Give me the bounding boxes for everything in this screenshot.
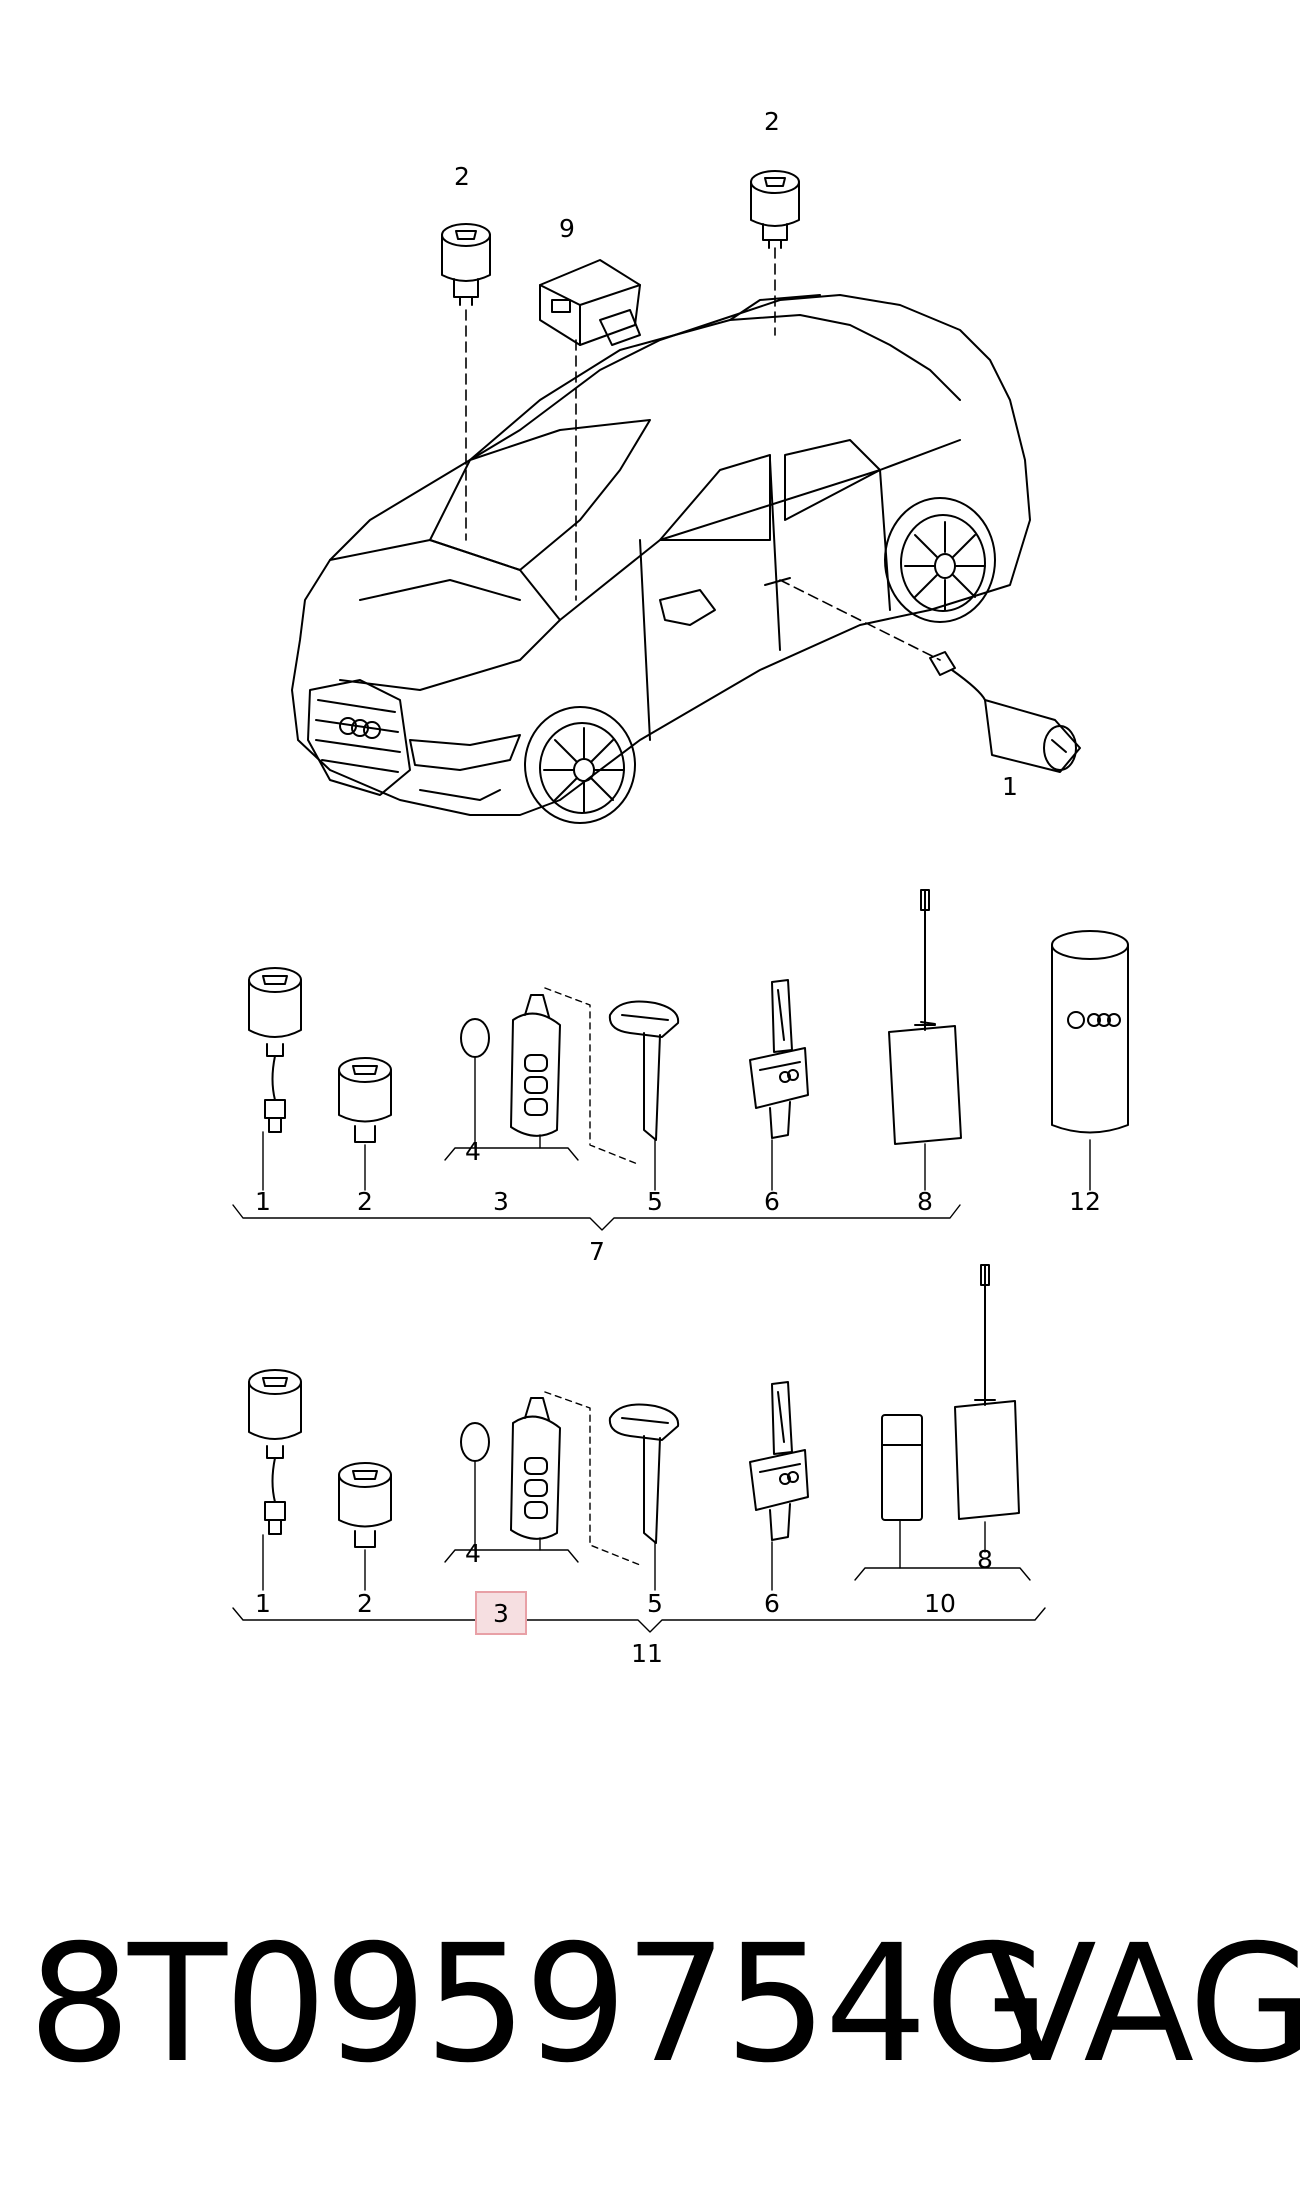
kit11-illustrations: [248, 1264, 1020, 1566]
lock-cylinder-right: [750, 170, 800, 249]
kit11-callout-3: 3: [493, 1599, 509, 1628]
kit7-leader-lines: [232, 1057, 1091, 1231]
car-illustration: [291, 294, 1031, 824]
kit11-callout-4: 4: [465, 1539, 481, 1568]
leader-lines-car: [465, 247, 941, 661]
kit11-callout-5: 5: [647, 1589, 663, 1618]
kit7-callout-4: 4: [465, 1137, 481, 1166]
door-lock-cylinder: [929, 651, 1081, 773]
brand-name: VAG: [986, 1911, 1300, 2099]
callout-1-door: 1: [1002, 772, 1018, 801]
kit7-callout-6: 6: [764, 1187, 780, 1216]
kit11-callout-11: 11: [631, 1639, 663, 1668]
kit7-callout-5: 5: [647, 1187, 663, 1216]
callout-2-right: 2: [764, 107, 780, 136]
kit7-callout-3: 3: [493, 1187, 509, 1216]
kit11-callout-6: 6: [764, 1589, 780, 1618]
kit7-callout-2: 2: [357, 1187, 373, 1216]
kit7-callout-7: 7: [589, 1237, 605, 1266]
kit11-callout-2: 2: [357, 1589, 373, 1618]
part-number: 8T0959754G: [28, 1911, 1050, 2099]
kit7-callout-12: 12: [1069, 1187, 1101, 1216]
kit11-callout-1: 1: [255, 1589, 271, 1618]
callout-highlight: [475, 1591, 527, 1635]
kit11-callout-8: 8: [977, 1545, 993, 1574]
kit11-callout-10: 10: [924, 1589, 956, 1618]
kit7-callout-8: 8: [917, 1187, 933, 1216]
kit11-leader-lines: [232, 1461, 1046, 1633]
callout-2-left: 2: [454, 162, 470, 191]
kit7-callout-1: 1: [255, 1187, 271, 1216]
footer-label: 8T0959754G VAG: [28, 1905, 1300, 2125]
callout-9: 9: [559, 214, 575, 243]
control-module: [539, 259, 641, 346]
kit7-illustrations: [248, 889, 1129, 1166]
lock-cylinder-left: [441, 223, 491, 306]
